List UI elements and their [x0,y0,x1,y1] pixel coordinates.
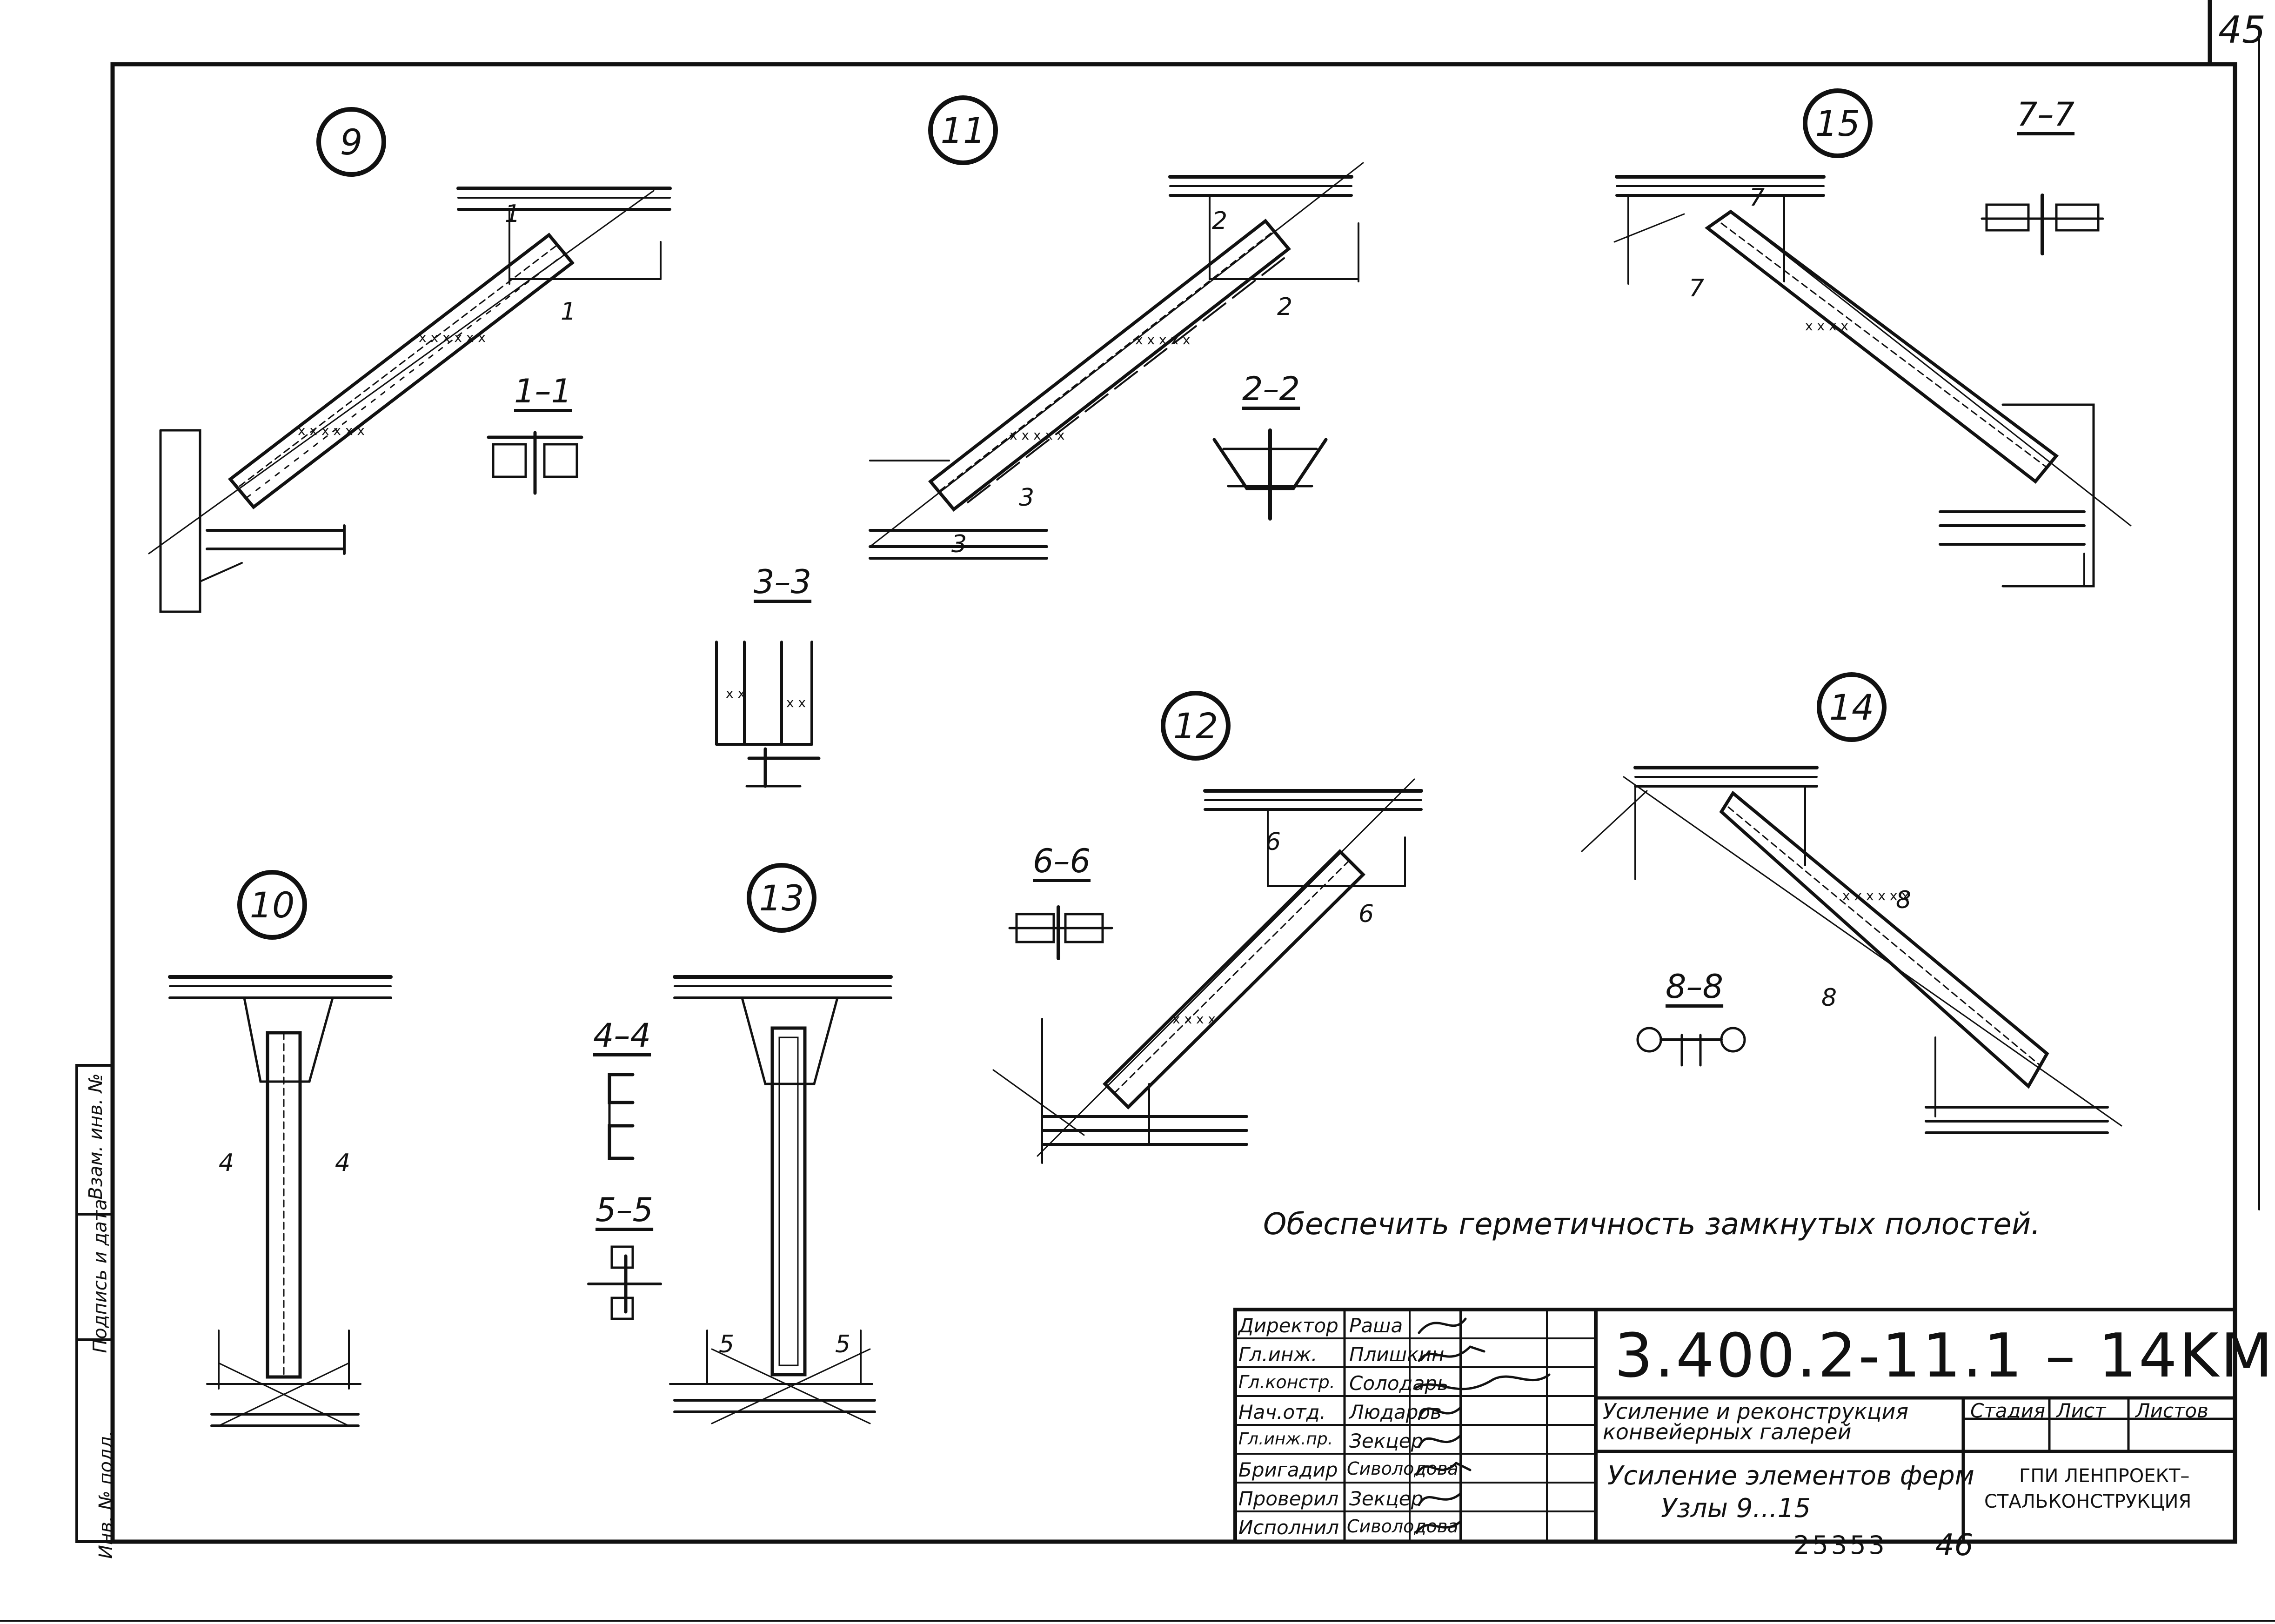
cut-mark-2a: 2 [1212,207,1228,235]
cut-mark-1b: 1 [561,298,576,326]
role-label: Бригадир [1238,1458,1338,1481]
cut-mark-7a: 7 [1749,184,1765,212]
cut-mark-2b: 2 [1277,293,1293,321]
general-note: Обеспечить герметичность замкнутых полос… [1263,1207,2041,1242]
sheet-number: 45 [2218,8,2266,52]
project-title: Усиление и реконструкция конвейерных гал… [1603,1399,1909,1444]
weld-marks: x x x x x x x x x x x x x x x x x x x x … [298,318,1909,1027]
cut-mark-3b: 3 [951,530,967,558]
section-5-5-drawing [587,1245,662,1320]
section-1-1-drawing [487,431,583,495]
role-label: Директор [1238,1314,1338,1337]
sheet-title-line1: Усиление элементов ферм [1607,1461,1974,1491]
col-sheets: Листов [2135,1399,2208,1422]
cut-mark-5b: 5 [835,1330,851,1358]
node-14-drawing [1581,766,2122,1134]
section-label-1-1: 1–1 [514,372,572,410]
node-12-drawing [992,778,1423,1164]
role-name: Зекцер [1349,1487,1424,1510]
svg-text:x x x x x x: x x x x x x [1842,888,1909,903]
section-label-6-6: 6–6 [1033,842,1091,880]
section-4-4-drawing [608,1073,635,1160]
section-label-3-3: 3–3 [754,563,812,601]
svg-text:x x x x x: x x x x x [1135,332,1190,348]
role-name: Людаров [1349,1401,1442,1424]
section-6-6-drawing [1008,905,1113,960]
cut-mark-6b: 6 [1358,900,1374,928]
cut-mark-8a: 8 [1896,886,1912,914]
bottom-page-number: 46 [1935,1528,1974,1563]
node-label-15: 15 [1803,88,1873,158]
svg-text:x x x x: x x x x [1805,318,1848,334]
node-15-drawing [1613,175,2132,588]
sheet-title-line2: Узлы 9...15 [1661,1493,1811,1524]
node-label-14: 14 [1817,672,1887,742]
node-13-drawing [669,975,893,1424]
node-label-12: 12 [1161,691,1231,761]
section-3-3-drawing [715,641,821,788]
side-stamp-vzam: Взам. инв. № [85,1073,107,1200]
node-9-drawing [148,187,672,613]
drawing-designation: 3.400.2-11.1 – 14KM [1614,1320,2275,1391]
side-stamp-box [75,1064,114,1543]
svg-text:x x x x x x: x x x x x x [419,330,486,345]
svg-text:x x x x x: x x x x x [1010,428,1064,443]
cut-mark-1a: 1 [505,200,521,228]
role-name: Зекцер [1349,1430,1424,1452]
role-name: Солодарь [1349,1372,1449,1395]
node-10-drawing [168,975,393,1427]
role-label: Гл.констр. [1238,1372,1335,1392]
section-label-7-7: 7–7 [2017,95,2075,134]
cut-mark-6a: 6 [1265,828,1281,856]
col-stage: Стадия [1970,1399,2046,1422]
archive-number: 25353 [1793,1530,1887,1560]
section-label-5-5: 5–5 [596,1191,654,1229]
svg-text:x x x x x x: x x x x x x [298,423,365,438]
role-label: Проверил [1238,1487,1339,1510]
signatures [1413,1317,1551,1534]
title-block-lines [1233,1308,2237,1544]
node-label-10: 10 [237,870,307,940]
role-label: Гл.инж. [1238,1343,1318,1366]
role-label: Исполнил [1238,1516,1339,1539]
section-8-8-drawing [1636,1027,1746,1067]
role-name: Раша [1349,1314,1403,1337]
svg-text:x x x x: x x x x [1172,1011,1216,1027]
organization-line2: СТАЛЬКОНСТРУКЦИЯ [1984,1491,2192,1512]
role-label: Гл.инж.пр. [1238,1430,1333,1449]
col-sheet: Лист [2056,1399,2106,1422]
cut-mark-7b: 7 [1689,274,1705,302]
cut-mark-8b: 8 [1821,984,1837,1012]
cut-mark-5a: 5 [719,1330,735,1358]
side-stamp-inv-podl: Инв. № подл. [95,1430,117,1559]
svg-text:x x: x x [786,695,806,710]
role-label: Нач.отд. [1238,1401,1326,1424]
section-7-7-drawing [1981,194,2104,255]
cut-mark-3a: 3 [1019,484,1035,512]
cut-mark-4a: 4 [219,1149,234,1177]
side-stamp-podpis: Подпись и дата [89,1199,111,1353]
node-label-13: 13 [747,863,816,933]
node-11-drawing [869,162,1364,560]
section-label-4-4: 4–4 [593,1016,651,1055]
organization-line1: ГПИ ЛЕНПРОЕКТ– [2019,1465,2190,1487]
node-label-11: 11 [928,95,998,165]
section-label-8-8: 8–8 [1666,968,1724,1006]
section-label-2-2: 2–2 [1242,370,1300,408]
section-2-2-drawing [1212,428,1328,521]
sheet-frame [110,62,2237,1544]
cut-mark-4b: 4 [335,1149,351,1177]
node-label-9: 9 [316,107,386,177]
svg-text:x x: x x [726,686,745,701]
